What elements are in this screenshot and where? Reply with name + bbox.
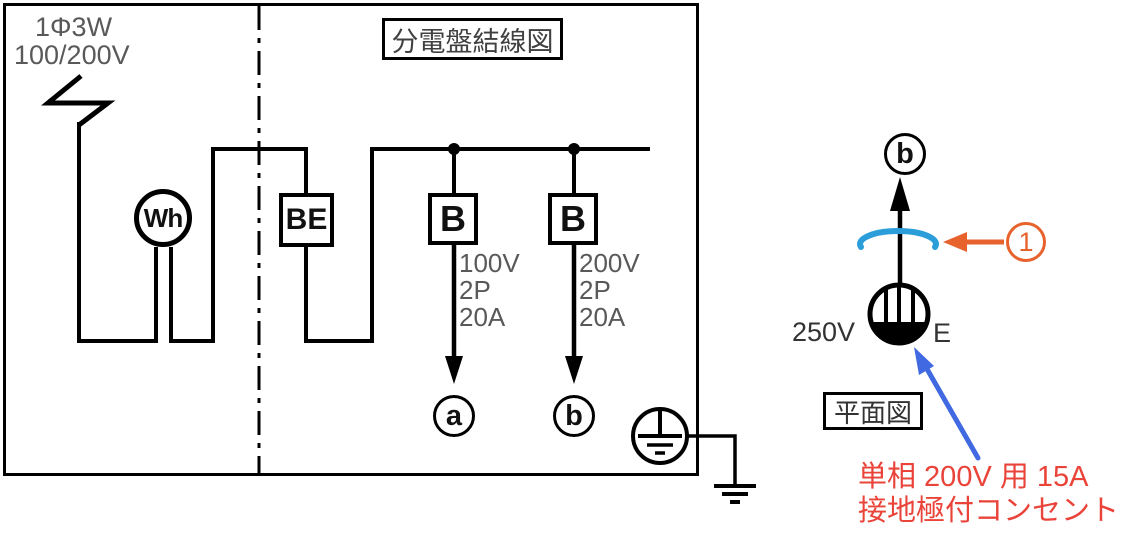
branch-2-poles: 2P — [579, 275, 611, 305]
branch-breaker-1: B — [428, 193, 478, 245]
circuit-letter-b: b — [553, 395, 595, 437]
wiring-diagram-title: 分電盤結線図 — [382, 18, 563, 60]
receptacle-earth-label: E — [933, 318, 952, 348]
meter-to-breaker-wire — [169, 147, 308, 343]
earth-wire — [687, 434, 737, 486]
watt-hour-meter: Wh — [134, 189, 192, 247]
highlighted-wiring-arc — [857, 228, 939, 250]
annotation-line2: 接地極付コンセント — [858, 495, 1120, 527]
annotation-arrowhead-icon — [914, 347, 934, 375]
branch-1-voltage: 100V — [459, 248, 520, 278]
arrowhead-up-icon — [890, 177, 910, 211]
source-label-line1: 1Φ3W — [35, 12, 113, 42]
bus-wire — [304, 147, 650, 343]
branch-1-amps: 20A — [459, 302, 506, 332]
circuit-letter-a: a — [433, 395, 475, 437]
arrowhead-down-icon — [565, 356, 583, 384]
earth-ground-icon — [714, 484, 756, 504]
receptacle-annotation: 単相 200V 用 15A 接地極付コンセント — [858, 460, 1119, 528]
earth-terminal-icon — [631, 407, 689, 465]
incoming-supply-icon — [40, 74, 116, 127]
plan-circuit-letter-b: b — [884, 133, 926, 175]
branch-2-amps: 20A — [579, 302, 626, 332]
callout-number-1: 1 — [1006, 222, 1046, 262]
arrowhead-down-icon — [445, 356, 463, 384]
branch-breaker-2: B — [548, 193, 598, 245]
supply-wire — [77, 122, 158, 343]
diagram-border — [3, 3, 699, 476]
annotation-line1: 単相 200V 用 15A — [858, 461, 1089, 493]
branch-2-specs: 200V 2P 20A — [579, 250, 640, 331]
branch-1-poles: 2P — [459, 275, 491, 305]
receptacle-voltage-label: 250V — [792, 317, 856, 347]
branch-1-specs: 100V 2P 20A — [459, 250, 520, 331]
plan-view-title: 平面図 — [823, 392, 923, 430]
callout-arrowhead-left-icon — [943, 232, 967, 252]
earth-leakage-breaker: BE — [279, 193, 334, 247]
source-label-line2: 100/200V — [14, 40, 130, 70]
receptacle-icon — [867, 282, 931, 346]
branch-2-voltage: 200V — [579, 248, 640, 278]
annotation-arrow-shaft — [924, 366, 981, 461]
